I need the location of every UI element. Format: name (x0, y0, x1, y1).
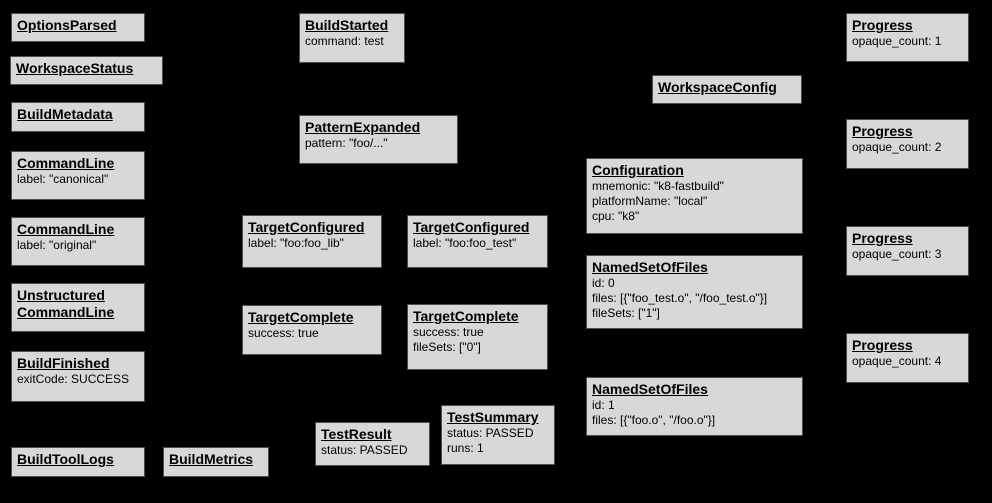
event-field: id: 0 (592, 276, 615, 290)
event-field: status: PASSED (321, 443, 408, 457)
event-title: TargetComplete (413, 308, 519, 324)
event-box-build-tool-logs: BuildToolLogs (11, 447, 145, 477)
event-title: Progress (852, 337, 913, 353)
event-field: fileSets: ["1"] (592, 306, 660, 320)
event-field: success: true (413, 325, 484, 339)
event-field: label: "original" (17, 238, 97, 252)
event-field: success: true (248, 326, 319, 340)
event-title: WorkspaceConfig (658, 79, 777, 95)
event-title: Progress (852, 17, 913, 33)
event-field: platformName: "local" (592, 194, 708, 208)
event-field: mnemonic: "k8-fastbuild" (592, 179, 724, 193)
event-title: NamedSetOfFiles (592, 381, 708, 397)
event-field: files: [{"foo_test.o", "/foo_test.o"}] (592, 291, 768, 305)
event-field: opaque_count: 3 (852, 247, 942, 261)
event-field: pattern: "foo/..." (305, 136, 388, 150)
event-field: label: "foo:foo_test" (413, 236, 517, 250)
event-field: files: [{"foo.o", "/foo.o"}] (592, 413, 716, 427)
event-box-workspace-config: WorkspaceConfig (652, 75, 802, 104)
event-title: Unstructured CommandLine (17, 287, 115, 320)
event-field: opaque_count: 4 (852, 354, 942, 368)
event-box-build-metadata: BuildMetadata (11, 102, 145, 132)
event-box-workspace-status: WorkspaceStatus (10, 56, 163, 85)
event-field: id: 1 (592, 398, 615, 412)
event-field: exitCode: SUCCESS (17, 372, 130, 386)
event-title: PatternExpanded (305, 119, 421, 135)
event-field: label: "canonical" (17, 172, 109, 186)
event-box-options-parsed: OptionsParsed (11, 13, 145, 42)
event-box-build-metrics: BuildMetrics (163, 447, 269, 477)
event-field: opaque_count: 1 (852, 34, 942, 48)
event-title: BuildMetrics (169, 451, 254, 467)
event-field: command: test (305, 34, 384, 48)
event-title: Progress (852, 230, 913, 246)
event-box-unstructured-command-line: Unstructured CommandLine (11, 283, 145, 332)
event-title: CommandLine (17, 155, 115, 171)
event-field: label: "foo:foo_lib" (248, 236, 344, 250)
event-field: opaque_count: 2 (852, 140, 942, 154)
event-title: BuildStarted (305, 17, 389, 33)
event-title: NamedSetOfFiles (592, 259, 708, 275)
event-title: WorkspaceStatus (16, 60, 134, 76)
event-title: BuildToolLogs (17, 451, 114, 467)
event-title: BuildFinished (17, 355, 110, 371)
event-title: CommandLine (17, 221, 115, 237)
event-title: Progress (852, 123, 913, 139)
event-field: status: PASSED (447, 426, 534, 440)
event-title: TargetComplete (248, 309, 354, 325)
event-title: TargetConfigured (248, 219, 365, 235)
event-title: BuildMetadata (17, 106, 113, 122)
event-title: TestResult (321, 426, 392, 442)
event-title: TestSummary (447, 409, 539, 425)
event-field: runs: 1 (447, 441, 484, 455)
event-title: Configuration (592, 162, 684, 178)
event-title: TargetConfigured (413, 219, 530, 235)
event-field: cpu: "k8" (592, 209, 640, 223)
event-title: OptionsParsed (17, 17, 117, 33)
event-field: fileSets: ["0"] (413, 340, 481, 354)
